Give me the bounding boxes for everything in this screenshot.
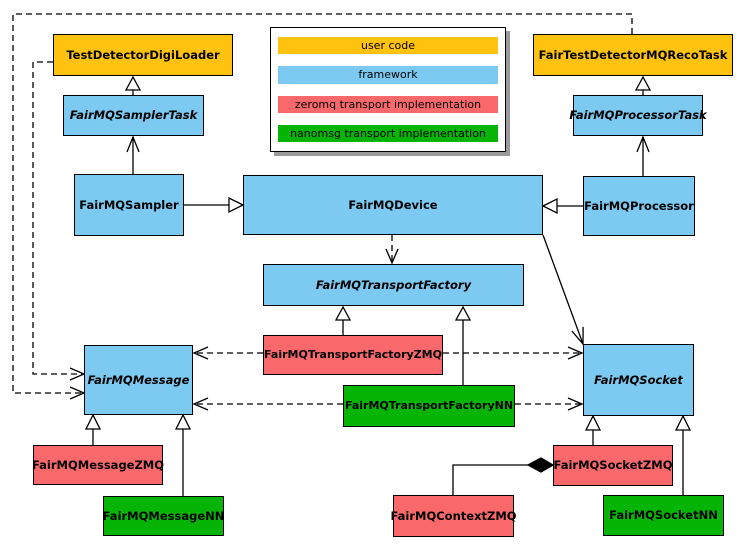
edge-processor-processortask-arrowhead bbox=[636, 135, 650, 153]
node-label: FairMQTransportFactoryNN bbox=[344, 398, 514, 412]
edge-sampler-samplertask-arrowhead bbox=[126, 135, 140, 153]
edge-samplertask-digiloader-triangle bbox=[124, 75, 142, 91]
legend-label: framework bbox=[358, 68, 418, 82]
legend-label: user code bbox=[360, 39, 416, 53]
node-fairmqmessagenn: FairMQMessageNN bbox=[103, 496, 224, 536]
edge-factorynn-socket-arrowhead bbox=[567, 397, 584, 411]
node-label: FairMQProcessor bbox=[584, 198, 694, 213]
node-label: FairMQTransportFactory bbox=[315, 277, 472, 292]
edge-contextzmq-socketzmq-composition bbox=[452, 464, 528, 495]
node-label: FairMQSocket bbox=[594, 372, 683, 387]
legend-item-user-code: user code bbox=[278, 37, 498, 55]
node-fairmqtransportfactory: FairMQTransportFactory bbox=[263, 264, 524, 306]
node-fairtestdetectormqrecotask: FairTestDetectorMQRecoTask bbox=[533, 34, 733, 76]
node-fairmqsampler: FairMQSampler bbox=[74, 174, 184, 236]
edge-device-socket-association bbox=[542, 234, 584, 345]
edge-recotask-message-dependency bbox=[12, 13, 633, 394]
node-fairmqprocessor: FairMQProcessor bbox=[583, 176, 695, 236]
node-fairmqsocketnn: FairMQSocketNN bbox=[603, 495, 724, 536]
edge-factoryzmq-transportfactory-triangle bbox=[334, 305, 352, 321]
node-fairmqsocketzmq: FairMQSocketZMQ bbox=[553, 445, 673, 486]
node-fairmqmessage: FairMQMessage bbox=[84, 345, 193, 415]
node-label: FairTestDetectorMQRecoTask bbox=[538, 47, 728, 62]
node-fairmqmessagezmq: FairMQMessageZMQ bbox=[31, 445, 165, 485]
node-label: FairMQSocketZMQ bbox=[553, 458, 673, 473]
node-fairmqtransportfactoryzmq: FairMQTransportFactoryZMQ bbox=[263, 335, 443, 375]
node-fairmqcontextzmq: FairMQContextZMQ bbox=[390, 495, 517, 537]
legend: user code framework zeromq transport imp… bbox=[270, 27, 506, 152]
edge-contextzmq-socketzmq-diamond bbox=[526, 457, 555, 473]
edge-digiloader-message-dependency bbox=[32, 61, 82, 375]
node-fairmqtransportfactorynn: FairMQTransportFactoryNN bbox=[343, 385, 515, 427]
node-fairmqdevice: FairMQDevice bbox=[243, 175, 543, 235]
node-label: FairMQSampler bbox=[79, 197, 179, 212]
edge-sampler-device-triangle bbox=[228, 196, 245, 214]
edge-factorynn-message-arrowhead bbox=[192, 397, 209, 411]
edge-processor-device-triangle bbox=[541, 197, 558, 215]
edge-messagenn-message-triangle bbox=[174, 413, 192, 430]
edge-device-transportfactory-arrowhead bbox=[385, 248, 399, 265]
node-fairmqprocessortask: FairMQProcessorTask bbox=[569, 95, 707, 136]
node-label: FairMQMessage bbox=[87, 372, 190, 387]
node-fairmqsamplertask: FairMQSamplerTask bbox=[63, 95, 204, 136]
node-testdetectordigiloader: TestDetectorDigiLoader bbox=[53, 34, 233, 76]
legend-item-framework: framework bbox=[278, 66, 498, 84]
legend-label: zeromq transport implementation bbox=[294, 97, 482, 111]
node-label: FairMQMessageZMQ bbox=[31, 457, 165, 472]
edge-factoryzmq-message-arrowhead bbox=[192, 346, 209, 360]
legend-item-nanomsg: nanomsg transport implementation bbox=[278, 124, 498, 142]
legend-item-zeromq: zeromq transport implementation bbox=[278, 95, 498, 113]
node-label: FairMQDevice bbox=[348, 197, 438, 212]
node-label: FairMQSocketNN bbox=[609, 508, 718, 523]
node-label: FairMQMessageNN bbox=[102, 508, 225, 523]
edge-factoryzmq-socket-arrowhead bbox=[567, 346, 584, 360]
node-label: FairMQProcessorTask bbox=[569, 108, 707, 123]
edge-processortask-recotask-triangle bbox=[634, 75, 652, 91]
node-fairmqsocket: FairMQSocket bbox=[583, 344, 694, 416]
edge-factorynn-transportfactory-triangle bbox=[454, 305, 472, 321]
edge-socketnn-socket-triangle bbox=[674, 414, 692, 431]
node-label: FairMQContextZMQ bbox=[390, 508, 517, 523]
edge-messagezmq-message-triangle bbox=[84, 413, 102, 430]
node-label: FairMQSamplerTask bbox=[69, 108, 198, 123]
edge-socketzmq-socket-triangle bbox=[584, 414, 602, 431]
node-label: TestDetectorDigiLoader bbox=[66, 47, 220, 62]
legend-label: nanomsg transport implementation bbox=[290, 126, 486, 140]
node-label: FairMQTransportFactoryZMQ bbox=[264, 347, 442, 361]
